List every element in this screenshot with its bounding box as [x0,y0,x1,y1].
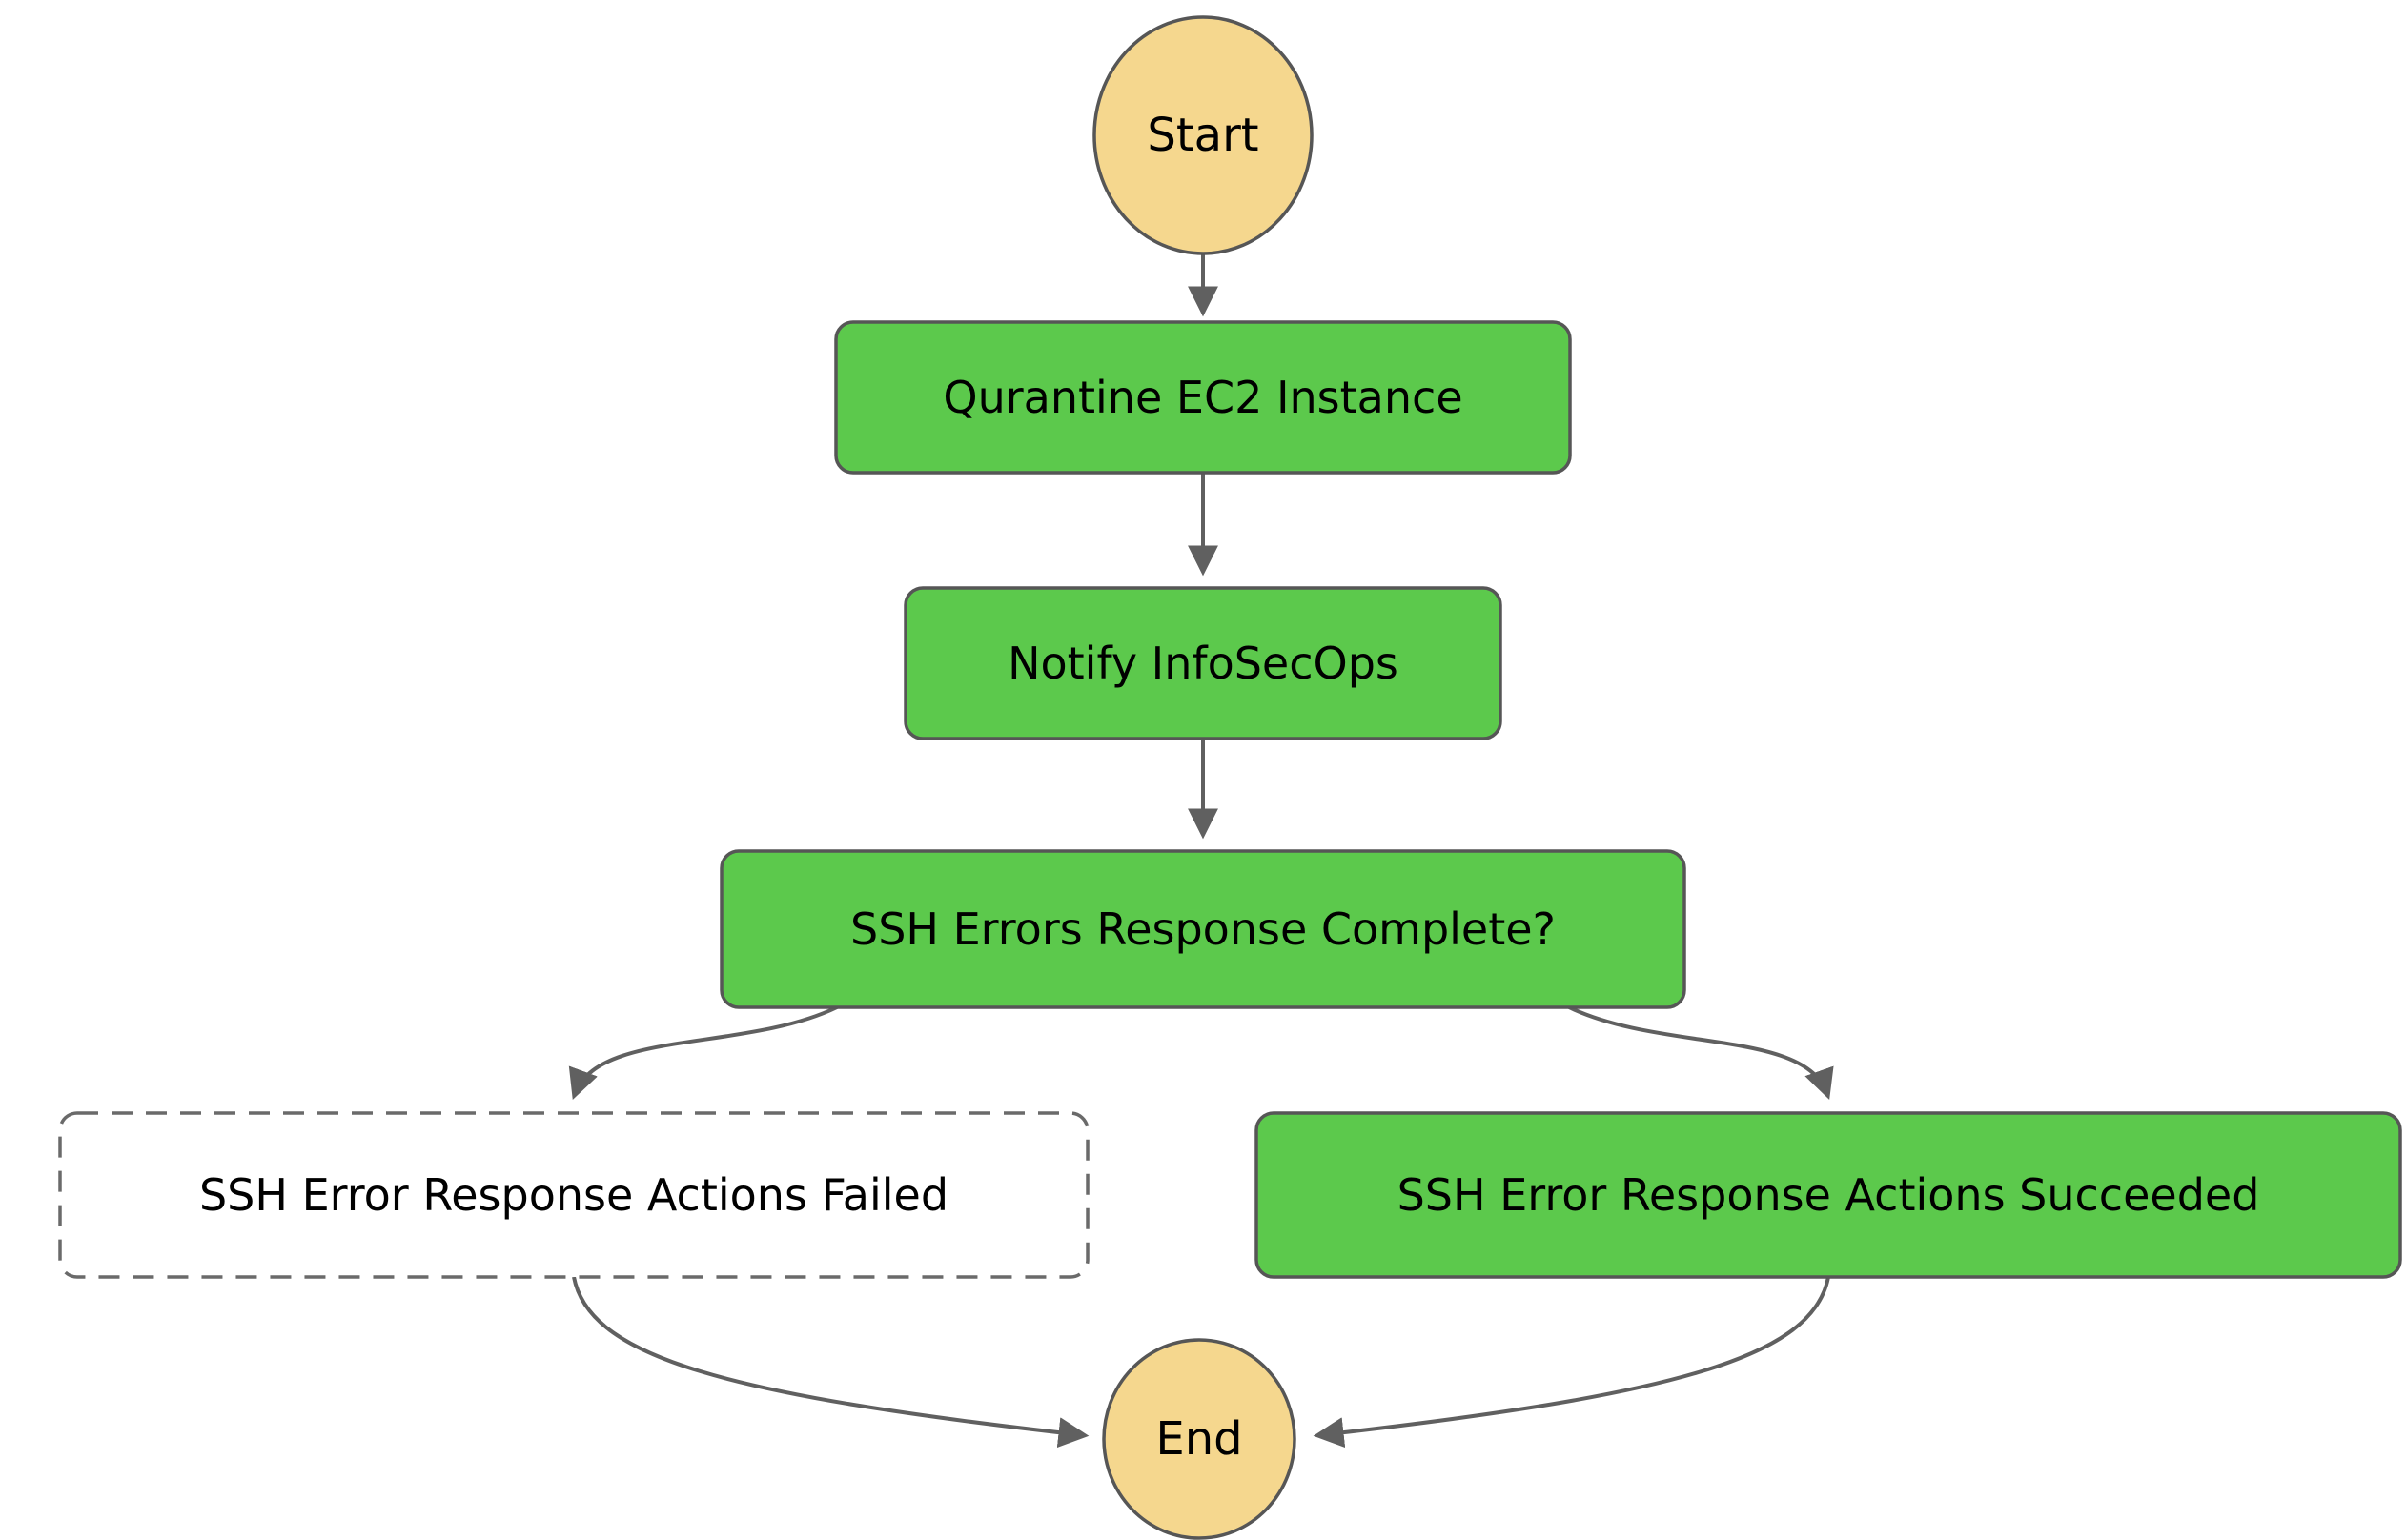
end-ellipse [1102,1338,1296,1540]
succeeded-label: SSH Error Response Actions Succeeded [1397,1169,2260,1221]
edge-failed-to-end [572,1276,1090,1449]
node-ssh-errors-response-complete: SSH Errors Response Complete? [720,849,1686,1009]
notify-box [904,586,1502,740]
failed-box [58,1111,1090,1279]
failed-label: SSH Error Response Actions Failed [199,1169,948,1221]
edge-succeeded-to-end [1313,1276,1830,1449]
end-label: End [1155,1412,1242,1466]
start-label: Start [1147,109,1258,162]
node-ssh-error-response-actions-succeeded: SSH Error Response Actions Succeeded [1254,1111,2402,1279]
quarantine-label: Qurantine EC2 Instance [943,372,1462,423]
start-ellipse [1092,15,1314,255]
complete-box [720,849,1686,1009]
succeeded-box [1254,1111,2402,1279]
node-start: Start [1092,15,1314,255]
node-quarantine-ec2-instance: Qurantine EC2 Instance [834,320,1572,475]
node-notify-infosecops: Notify InfoSecOps [904,586,1502,740]
node-end: End [1102,1338,1296,1540]
complete-label: SSH Errors Response Complete? [850,903,1556,955]
edge-complete-to-failed [568,1005,838,1101]
notify-label: Notify InfoSecOps [1008,638,1398,689]
node-ssh-error-response-actions-failed: SSH Error Response Actions Failed [58,1111,1090,1279]
quarantine-box [834,320,1572,475]
edge-complete-to-succeeded [1568,1005,1834,1101]
